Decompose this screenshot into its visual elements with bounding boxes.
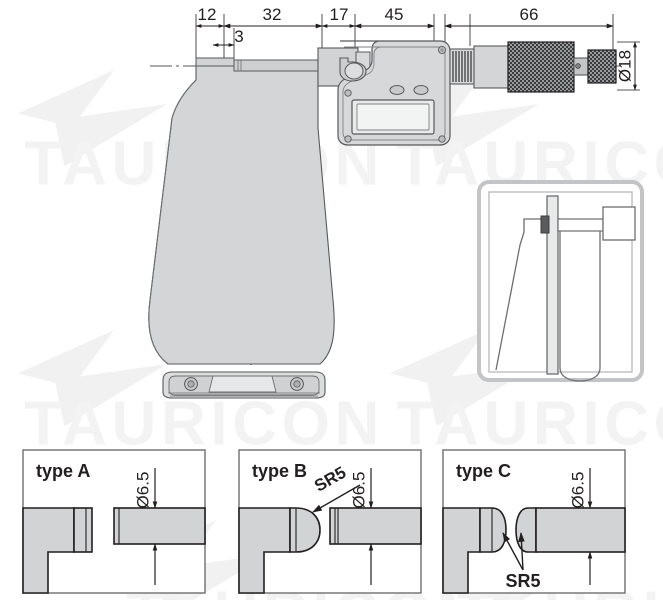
dimension-lines-horizontal	[195, 23, 614, 47]
head-button-left	[389, 85, 405, 95]
dimension-witness-lines	[195, 14, 614, 70]
type-c-sr-label: SR5	[505, 571, 540, 591]
dim-label-17: 17	[330, 5, 349, 24]
variant-panel-type-c: type C SR5 Ø6.5	[442, 449, 626, 594]
dim-label-66: 66	[520, 5, 539, 24]
type-a-spindle	[113, 507, 206, 545]
type-a-title: type A	[36, 461, 90, 481]
type-c-dia-label: Ø6.5	[568, 472, 587, 509]
type-b-spindle	[329, 507, 422, 545]
detail-inset-panel	[477, 180, 644, 382]
dim-label-3: 3	[234, 27, 243, 46]
variant-panel-type-a: type A Ø6.5	[22, 449, 206, 594]
type-c-spherical-tip-right	[515, 507, 537, 553]
thimble-knurled[interactable]	[507, 41, 575, 93]
inset-blade	[546, 195, 559, 375]
graduated-sleeve	[449, 45, 509, 89]
type-c-spherical-tip-left	[479, 507, 507, 553]
type-c-dim-dia65: Ø6.5	[568, 468, 593, 585]
type-b-title: type B	[252, 461, 307, 481]
head-button-right	[413, 85, 429, 95]
type-b-dia-label: Ø6.5	[349, 472, 368, 509]
dimension-dia18: Ø18	[615, 41, 640, 91]
dim-label-32: 32	[263, 5, 282, 24]
dim-label-12: 12	[198, 5, 217, 24]
dim-label-45: 45	[385, 5, 404, 24]
ratchet-assembly[interactable]	[573, 49, 617, 84]
inset-spindle	[557, 218, 604, 232]
digital-display-head	[337, 40, 451, 146]
frame-base-shoe	[162, 371, 326, 399]
type-a-dim-dia65: Ø6.5	[133, 468, 158, 585]
dim-label-dia18: Ø18	[615, 50, 634, 82]
inset-head	[602, 206, 636, 241]
variant-panel-type-b: type B SR5 Ø6.5	[238, 449, 422, 594]
type-c-title: type C	[456, 461, 511, 481]
main-view: 12 32 17 45 66 3 b Ø18	[148, 5, 640, 399]
dimension-labels-horizontal: 12 32 17 45 66 3	[198, 5, 539, 46]
type-b-dim-dia65: Ø6.5	[349, 468, 374, 585]
type-a-dia-label: Ø6.5	[133, 472, 152, 509]
type-c-spindle	[535, 507, 626, 553]
micrometer-frame	[148, 61, 335, 365]
type-c-dim-sr5: SR5	[502, 532, 541, 591]
type-b-spherical-tip	[289, 507, 321, 553]
